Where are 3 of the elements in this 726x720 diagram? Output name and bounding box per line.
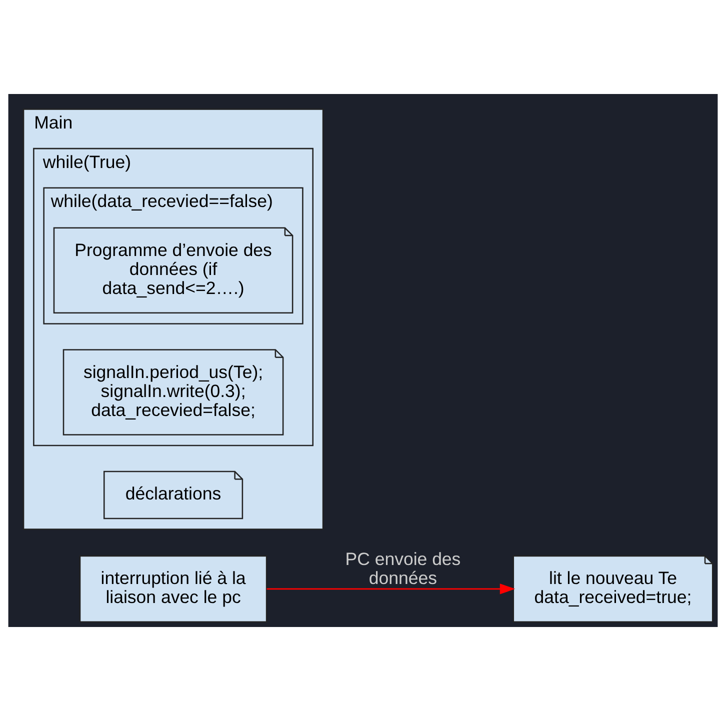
edge-label: PC envoie des données xyxy=(345,548,461,588)
arrow xyxy=(266,583,516,594)
node-box: interruption lié à la liaison avec le pc xyxy=(79,554,268,622)
